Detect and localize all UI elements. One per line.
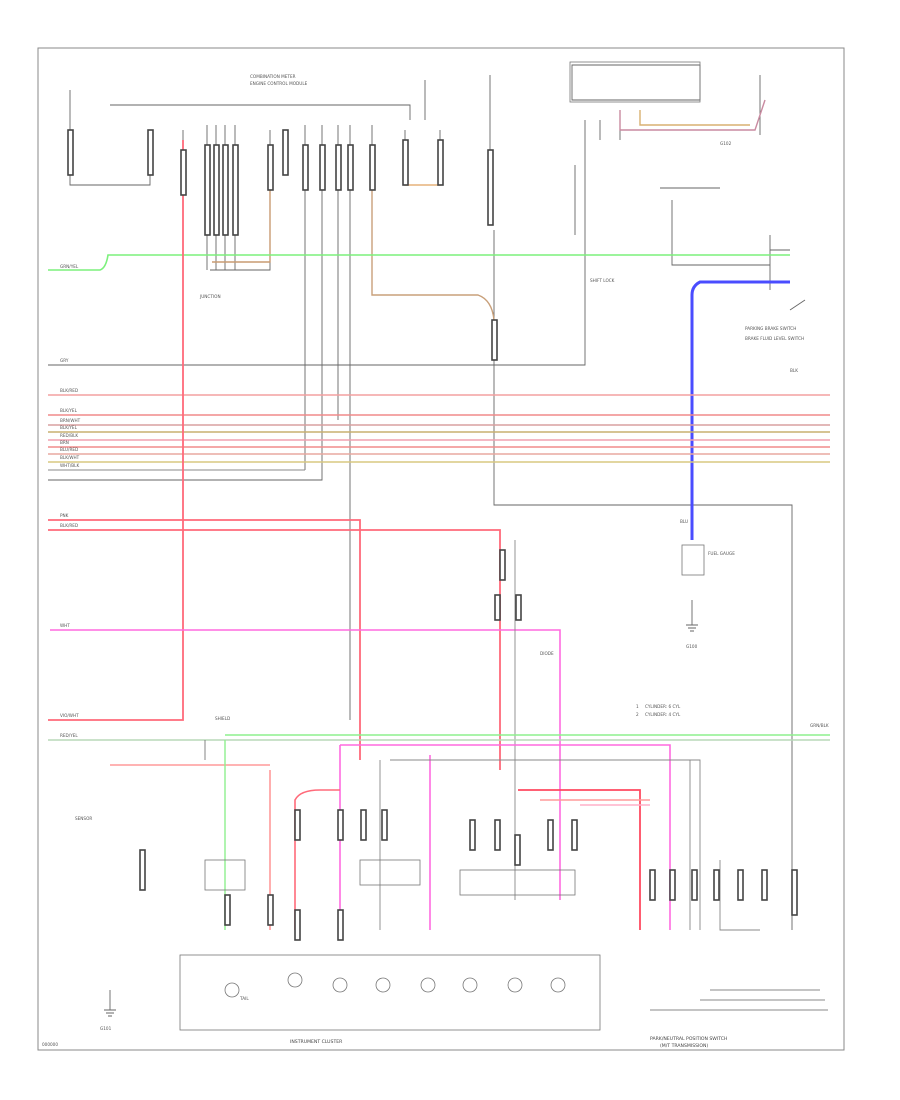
wire-red-2 bbox=[48, 529, 501, 770]
wire-label: GRY bbox=[60, 358, 69, 363]
shield-label: SHIELD bbox=[215, 716, 230, 721]
wire-label: BLK/YEL bbox=[60, 408, 78, 413]
wire-tan-top bbox=[212, 145, 271, 263]
legend-text: CYLINDER: 4 CYL bbox=[645, 712, 681, 717]
wire-label: WHT bbox=[60, 623, 70, 628]
wire-label: GRN/BLK bbox=[810, 723, 829, 728]
wire-red-1 bbox=[48, 519, 361, 760]
wire-red-left bbox=[110, 764, 271, 930]
wire-label: BLU bbox=[680, 519, 688, 524]
tail-lamp-label: TAIL bbox=[239, 996, 249, 1001]
ecm-label: ENGINE CONTROL MODULE bbox=[250, 81, 308, 86]
ground-g102-label: G102 bbox=[720, 141, 732, 146]
combination-meter-label: COMBINATION METER bbox=[250, 74, 296, 79]
component-box-upper bbox=[569, 61, 701, 103]
wire-pink-top bbox=[619, 99, 766, 131]
wire-label: WHT/BLK bbox=[60, 463, 79, 468]
wire-blue bbox=[690, 280, 790, 540]
module-box-mid bbox=[359, 859, 421, 886]
wire-magenta-lower-1 bbox=[340, 744, 671, 930]
park-neutral-switch-sub-label: (M/T TRANSMISSION) bbox=[660, 1043, 708, 1049]
ground-symbols bbox=[104, 600, 698, 1017]
wire-label: BLK/WHT bbox=[60, 455, 80, 460]
diagram-frame bbox=[37, 47, 845, 1051]
wire-red-curve bbox=[294, 789, 340, 930]
module-box-right bbox=[459, 869, 576, 896]
brake-fluid-label: BRAKE FLUID LEVEL SWITCH bbox=[745, 336, 804, 341]
legend-num: 2 bbox=[636, 712, 639, 717]
wire-label: PNK bbox=[60, 513, 69, 518]
wire-orange-top bbox=[404, 150, 441, 186]
wire-label: RED/YEL bbox=[60, 733, 78, 738]
wire-grey-bundle bbox=[379, 759, 701, 930]
gauge-group bbox=[224, 972, 566, 998]
parking-brake-label: PARKING BRAKE SWITCH bbox=[745, 326, 796, 331]
wire-label: BLK/RED bbox=[60, 388, 78, 393]
instrument-cluster-box bbox=[179, 954, 601, 1031]
wire-label: VIO/WHT bbox=[60, 713, 79, 718]
module-box-left bbox=[204, 859, 246, 891]
wire-tan-mid bbox=[371, 150, 495, 321]
wire-label: BRN bbox=[60, 440, 69, 445]
sensor-label: SENSOR bbox=[75, 816, 92, 821]
diode-label: DIODE bbox=[540, 651, 554, 656]
wire-label: BLK bbox=[790, 368, 798, 373]
park-neutral-switch-label: PARK/NEUTRAL POSITION SWITCH bbox=[650, 1036, 727, 1042]
wire-label: BRN/WHT bbox=[60, 418, 81, 423]
wire-grey-bottom bbox=[650, 989, 828, 1011]
wire-red-3 bbox=[48, 140, 184, 721]
wire-grey-right bbox=[719, 860, 760, 931]
wire-label: BLK/RED bbox=[60, 523, 78, 528]
wire-label: GRN/YEL bbox=[60, 264, 79, 269]
shift-lock-label: SHIFT LOCK bbox=[590, 278, 615, 283]
legend-num: 1 bbox=[636, 704, 639, 709]
wire-magenta bbox=[50, 629, 561, 900]
fuel-gauge-label: FUEL GAUGE bbox=[708, 551, 735, 556]
wire-label: RED/BLK bbox=[60, 433, 78, 438]
wire-red-lower-1 bbox=[518, 789, 641, 930]
legend-text: CYLINDER: 6 CYL bbox=[645, 704, 681, 709]
ground-g101-label: G101 bbox=[100, 1026, 112, 1031]
instrument-cluster-label: INSTRUMENT CLUSTER bbox=[290, 1039, 343, 1045]
wire-label: BLU/RED bbox=[60, 447, 78, 452]
connector-stubs bbox=[67, 129, 798, 941]
wire-label: BLK/YEL bbox=[60, 425, 78, 430]
wire-green bbox=[48, 254, 790, 271]
fuel-gauge-box bbox=[681, 544, 705, 576]
footer-code: 000000 bbox=[42, 1042, 58, 1047]
horizontal-bus bbox=[48, 394, 830, 471]
wire-gold-top bbox=[639, 110, 750, 126]
ground-g100-label: G100 bbox=[686, 644, 698, 649]
junction-label: JUNCTION bbox=[199, 294, 221, 299]
